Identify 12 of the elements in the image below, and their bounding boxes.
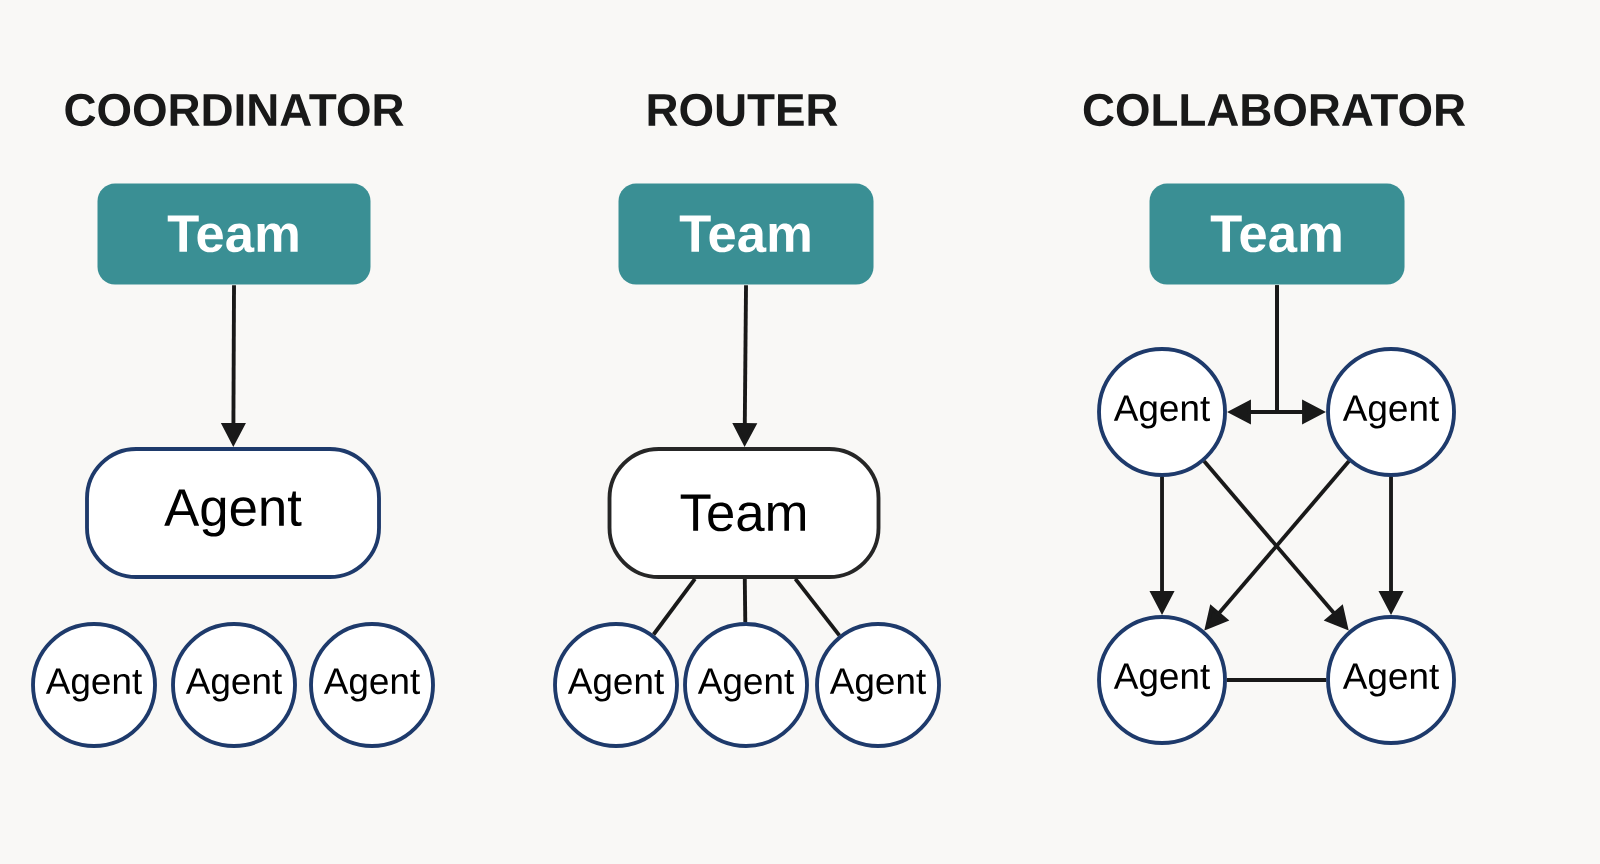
section-title: COLLABORATOR (1083, 93, 1466, 127)
connector-line (652, 577, 697, 636)
connector-line (1226, 678, 1327, 682)
team-box: Team (97, 183, 371, 285)
rounded-box: Team (607, 447, 881, 579)
team-box: Team (618, 183, 874, 285)
team-box: Team (1149, 183, 1405, 285)
section-title: COORDINATOR (65, 93, 404, 127)
connector-line (793, 577, 841, 637)
section-title: ROUTER (648, 93, 838, 127)
connector-line (742, 578, 748, 623)
rounded-box: Agent (85, 447, 381, 579)
